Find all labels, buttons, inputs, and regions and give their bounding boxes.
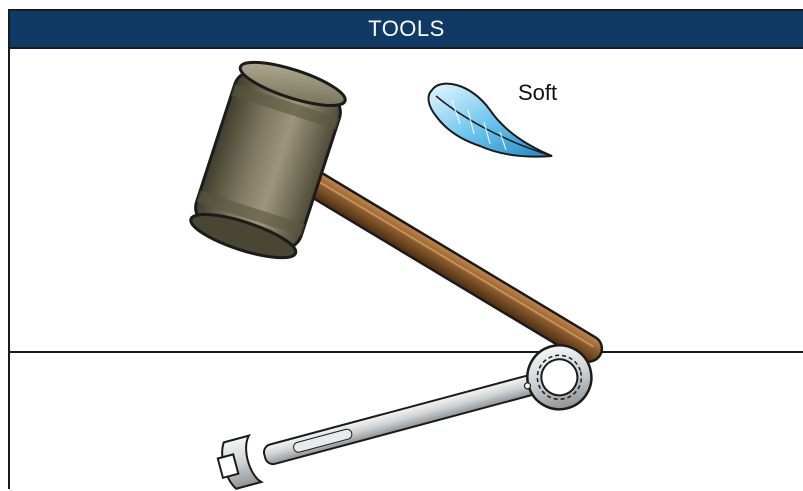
ratcheting-combination-wrench-icon	[0, 0, 803, 489]
